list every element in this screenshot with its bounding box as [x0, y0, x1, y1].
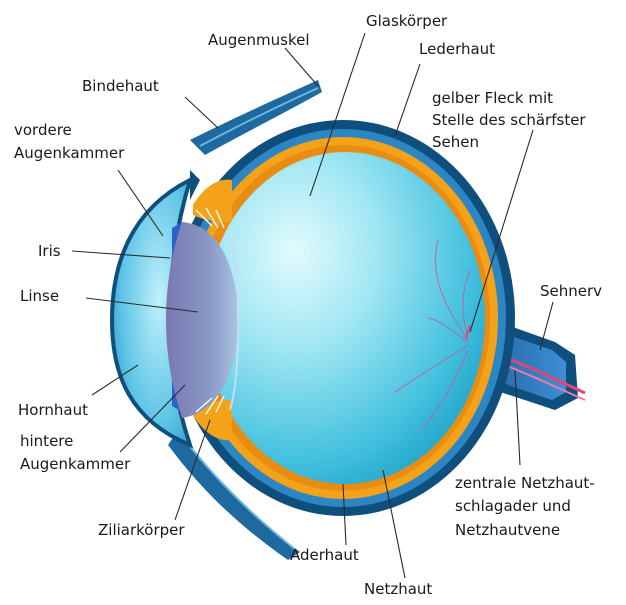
label-bindehaut: Bindehaut	[82, 77, 159, 95]
label-hintere-2: Augenkammer	[20, 455, 130, 473]
label-zentrale-3: Netzhautvene	[455, 521, 560, 539]
label-linse: Linse	[20, 287, 59, 305]
label-hornhaut: Hornhaut	[18, 401, 88, 419]
label-sehnerv: Sehnerv	[540, 282, 602, 300]
label-vordere-1: vordere	[14, 121, 72, 139]
label-ziliarkoerper: Ziliarkörper	[98, 521, 185, 539]
label-gelber-fleck-3: Sehen	[432, 133, 479, 151]
label-zentrale-2: schlagader und	[455, 497, 571, 515]
label-gelber-fleck-1: gelber Fleck mit	[432, 89, 553, 107]
label-gelber-fleck-2: Stelle des schärfster	[432, 111, 586, 129]
label-netzhaut: Netzhaut	[364, 580, 432, 598]
label-vordere-2: Augenkammer	[14, 144, 124, 162]
label-iris: Iris	[38, 242, 61, 260]
label-hintere-1: hintere	[20, 432, 73, 450]
label-aderhaut: Aderhaut	[290, 546, 359, 564]
label-zentrale-1: zentrale Netzhaut-	[455, 474, 595, 492]
label-glaskoerper: Glaskörper	[366, 12, 447, 30]
label-lederhaut: Lederhaut	[419, 40, 495, 58]
vitreous-body	[205, 152, 485, 484]
label-augenmuskel: Augenmuskel	[208, 31, 310, 49]
